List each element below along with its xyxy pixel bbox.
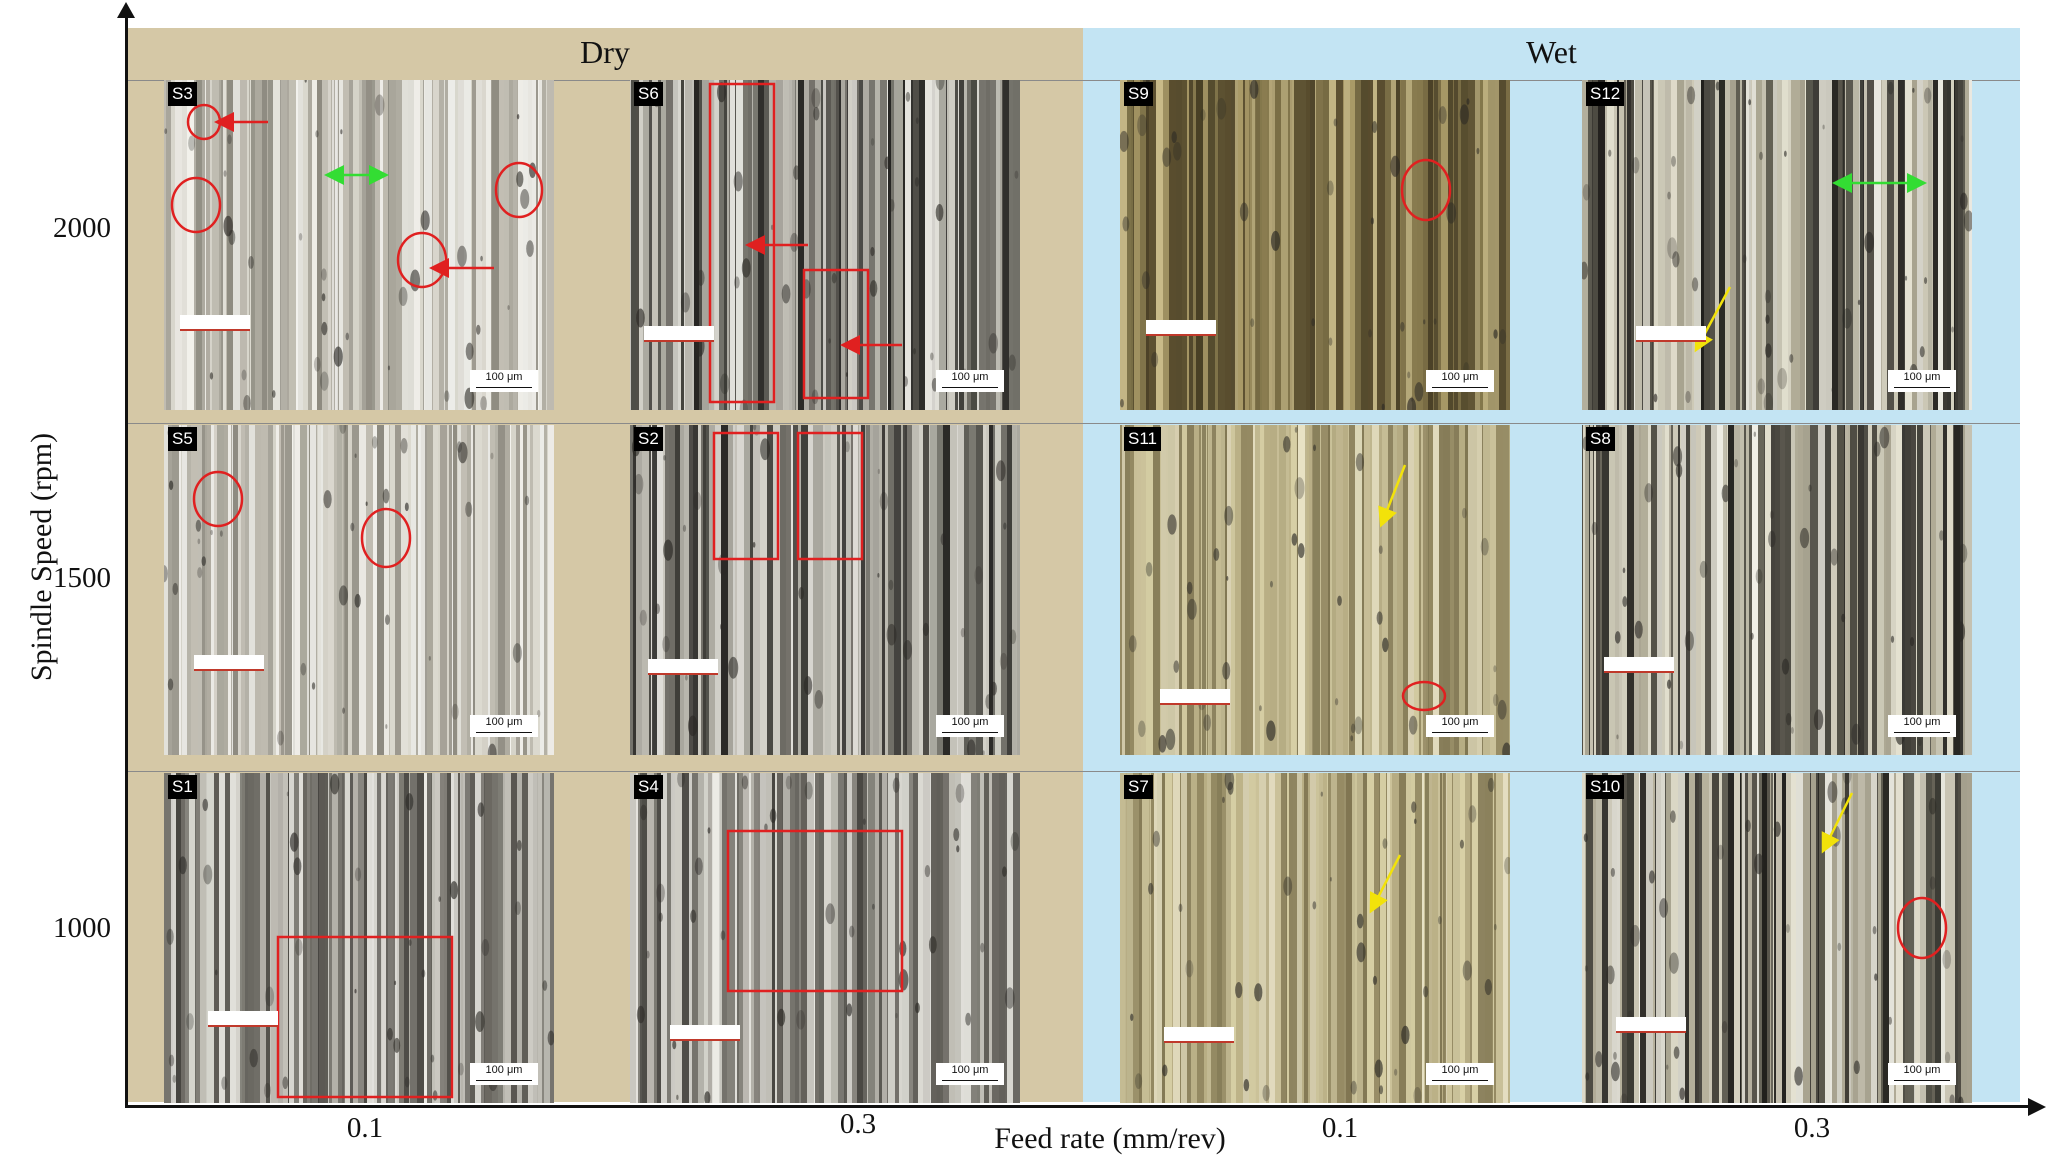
distance-label-box	[194, 655, 264, 671]
x-tick-dry-0.1: 0.1	[346, 1112, 384, 1144]
sample-id-label: S4	[634, 775, 663, 799]
scale-bar-label: 100 μm	[951, 1064, 989, 1076]
scale-bar-line	[942, 732, 998, 733]
micrograph-s6: 100 μm S6	[630, 80, 1020, 410]
scale-bar-label: 100 μm	[1441, 716, 1479, 728]
distance-label-box	[1160, 689, 1230, 705]
sample-id-label: S1	[168, 775, 197, 799]
scale-bar-line	[1894, 387, 1950, 388]
scale-bar-label: 100 μm	[485, 1064, 523, 1076]
sample-id-label: S8	[1586, 427, 1615, 451]
scale-bar-label: 100 μm	[1441, 371, 1479, 383]
scale-bar: 100 μm	[1888, 370, 1956, 392]
y-axis-line	[125, 14, 128, 1108]
micrograph-s8: 100 μm S8	[1582, 425, 1972, 755]
scale-bar: 100 μm	[1888, 1063, 1956, 1085]
scale-bar: 100 μm	[470, 1063, 538, 1085]
sample-id-label: S9	[1124, 82, 1153, 106]
row-divider	[127, 771, 2020, 772]
sample-id-label: S5	[168, 427, 197, 451]
scale-bar-line	[1894, 1080, 1950, 1081]
scale-bar-label: 100 μm	[1903, 371, 1941, 383]
scale-bar-line	[1432, 732, 1488, 733]
sample-id-label: S6	[634, 82, 663, 106]
x-axis-line	[125, 1105, 2030, 1108]
micrograph-s9: 100 μm S9	[1120, 80, 1510, 410]
x-axis-label: Feed rate (mm/rev)	[994, 1122, 1226, 1155]
scale-bar-label: 100 μm	[1441, 1064, 1479, 1076]
scale-bar-line	[1432, 387, 1488, 388]
sample-id-label: S10	[1586, 775, 1625, 799]
scale-bar-line	[476, 387, 532, 388]
scale-bar-label: 100 μm	[485, 371, 523, 383]
sample-id-label: S2	[634, 427, 663, 451]
micrograph-s10: 100 μm S10	[1582, 773, 1972, 1103]
scale-bar-label: 100 μm	[1903, 716, 1941, 728]
dry-header: Dry	[580, 34, 630, 70]
sample-id-label: S11	[1124, 427, 1161, 451]
scale-bar-label: 100 μm	[485, 716, 523, 728]
sample-id-label: S7	[1124, 775, 1153, 799]
x-tick-wet-0.3: 0.3	[1793, 1112, 1831, 1144]
scale-bar: 100 μm	[936, 370, 1004, 392]
micrograph-s11: 100 μm S11	[1120, 425, 1510, 755]
x-axis-arrowhead	[2028, 1098, 2046, 1116]
scale-bar-line	[942, 387, 998, 388]
y-tick-1500: 1500	[53, 562, 111, 594]
micrograph-s3: 100 μm S3	[164, 80, 554, 410]
scale-bar: 100 μm	[1426, 1063, 1494, 1085]
y-tick-2000: 2000	[53, 212, 111, 244]
micrograph-s1: 100 μm S1	[164, 773, 554, 1103]
sample-id-label: S3	[168, 82, 197, 106]
x-tick-dry-0.3: 0.3	[839, 1108, 877, 1140]
x-tick-wet-0.1: 0.1	[1321, 1112, 1359, 1144]
distance-label-box	[644, 326, 714, 342]
distance-label-box	[670, 1025, 740, 1041]
micrograph-s5: 100 μm S5	[164, 425, 554, 755]
y-tick-1000: 1000	[53, 912, 111, 944]
y-axis-arrowhead	[117, 2, 135, 18]
scale-bar-line	[476, 1080, 532, 1081]
scale-bar: 100 μm	[470, 715, 538, 737]
scale-bar: 100 μm	[470, 370, 538, 392]
distance-label-box	[648, 659, 718, 675]
scale-bar-label: 100 μm	[1903, 1064, 1941, 1076]
micrograph-s7: 100 μm S7	[1120, 773, 1510, 1103]
micrograph-s4: 100 μm S4	[630, 773, 1020, 1103]
scale-bar: 100 μm	[936, 1063, 1004, 1085]
row-divider	[127, 423, 2020, 424]
distance-label-box	[1146, 320, 1216, 336]
scale-bar-label: 100 μm	[951, 371, 989, 383]
scale-bar: 100 μm	[1426, 715, 1494, 737]
distance-label-box	[208, 1011, 278, 1027]
scale-bar-line	[476, 732, 532, 733]
scale-bar-line	[1894, 732, 1950, 733]
scale-bar: 100 μm	[936, 715, 1004, 737]
distance-label-box	[1636, 326, 1706, 342]
scale-bar-line	[942, 1080, 998, 1081]
distance-label-box	[1616, 1017, 1686, 1033]
distance-label-box	[1604, 657, 1674, 673]
scale-bar-label: 100 μm	[951, 716, 989, 728]
micrograph-s12: 100 μm S12	[1582, 80, 1972, 410]
row-divider	[127, 80, 2020, 81]
distance-label-box	[1164, 1027, 1234, 1043]
sample-id-label: S12	[1586, 82, 1625, 106]
scale-bar-line	[1432, 1080, 1488, 1081]
y-axis-label: Spindle Speed (rpm)	[25, 432, 58, 682]
scale-bar: 100 μm	[1888, 715, 1956, 737]
distance-label-box	[180, 315, 250, 331]
micrograph-s2: 100 μm S2	[630, 425, 1020, 755]
scale-bar: 100 μm	[1426, 370, 1494, 392]
wet-header: Wet	[1526, 34, 1577, 70]
